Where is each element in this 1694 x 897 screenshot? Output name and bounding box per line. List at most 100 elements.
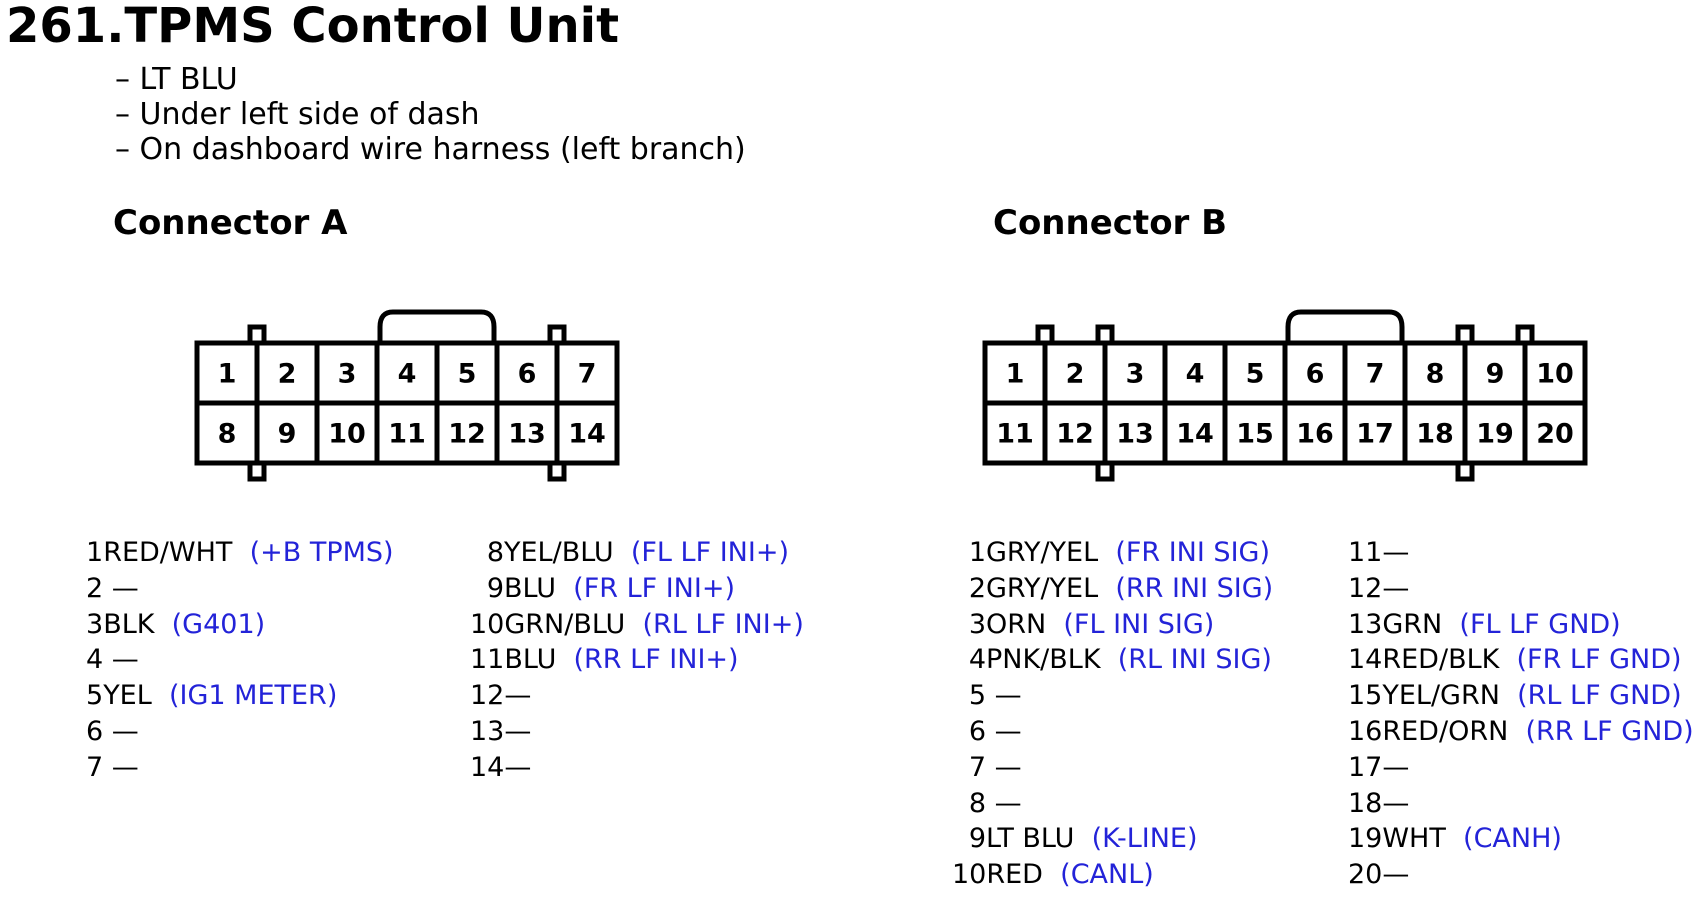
pin-row: 8 — [952, 786, 1022, 822]
unused-pin-dash: — [1382, 859, 1410, 891]
pin-row: 2 — [86, 571, 139, 607]
connector_b-cavity-label: 16 [1296, 419, 1334, 450]
pin-row: 20— [1348, 857, 1409, 893]
connector_b-cavity-label: 2 [1066, 359, 1085, 390]
connector_b-cavity-label: 6 [1306, 359, 1325, 390]
connector_a-cavity-label: 3 [338, 359, 357, 390]
pin-function: (CANL) [1060, 859, 1154, 891]
pin-row: 14RED/BLK (FR LF GND) [1348, 642, 1682, 678]
pin-row: 6 — [952, 714, 1022, 750]
pin-number: 9 [486, 572, 504, 604]
pin-number: 10 [470, 608, 505, 640]
connector_b-cavity-label: 18 [1416, 419, 1454, 450]
wire-color: RED [986, 859, 1043, 891]
wire-color: BLK [103, 608, 155, 640]
connector_b-top-rib-1 [1035, 324, 1055, 346]
pin-number: 3 [86, 608, 104, 640]
pin-row: 2GRY/YEL (RR INI SIG) [952, 571, 1273, 607]
pin-row: 17— [1348, 750, 1409, 786]
wire-color: GRY/YEL [986, 572, 1099, 604]
pin-number: 10 [952, 859, 987, 891]
pin-number: 14 [470, 751, 505, 783]
pin-number: 13 [1348, 608, 1383, 640]
connector_b-cavity-label: 19 [1476, 419, 1514, 450]
pin-row: 16RED/ORN (RR LF GND) [1348, 714, 1694, 750]
wire-color: ORN [986, 608, 1047, 640]
connector_a-top-rib-2 [547, 324, 567, 346]
pin-number: 8 [486, 537, 504, 568]
connector_a-cavity-label: 11 [388, 419, 426, 450]
connector-a-title: Connector A [113, 203, 348, 243]
wire-color: WHT [1382, 823, 1446, 855]
pin-row: 6 — [86, 714, 139, 750]
pin-function: (IG1 METER) [168, 680, 338, 712]
connector_b-cavity-label: 5 [1246, 359, 1265, 390]
pin-number: 2 [86, 572, 104, 604]
pin-number: 12 [1348, 572, 1383, 604]
pin-row: 15YEL/GRN (RL LF GND) [1348, 678, 1682, 714]
connector_b-cavity-label: 1 [1006, 359, 1025, 390]
pin-number: 16 [1348, 716, 1383, 747]
pin-row: 14— [470, 750, 531, 786]
pin-number: 6 [86, 716, 104, 747]
note-color: – LT BLU [115, 62, 238, 97]
wire-color: RED/ORN [1382, 716, 1509, 747]
pin-number: 19 [1348, 823, 1383, 855]
unused-pin-dash: — [504, 716, 532, 747]
pin-number: 9 [968, 823, 986, 855]
pin-function: (RR LF INI+) [573, 644, 739, 676]
pin-number: 7 [968, 751, 986, 783]
wire-color: LT BLU [986, 823, 1075, 855]
pin-function: (FR LF INI+) [573, 572, 735, 604]
connector_b-cavity-label: 14 [1176, 419, 1214, 450]
connector_a-latch [377, 309, 497, 346]
pin-function: (G401) [171, 608, 266, 640]
pin-row: 8YEL/BLU (FL LF INI+) [470, 535, 789, 571]
unused-pin-dash: — [103, 751, 139, 783]
pin-number: 15 [1348, 680, 1383, 712]
pin-row: 10GRN/BLU (RL LF INI+) [470, 607, 804, 643]
connector_a-cavity-label: 8 [218, 419, 237, 450]
pin-function: (RL INI SIG) [1117, 644, 1272, 676]
wire-color: YEL [103, 680, 152, 712]
pin-row: 7 — [86, 750, 139, 786]
wire-color: BLU [504, 644, 557, 676]
connector_a-cavity-label: 13 [508, 419, 546, 450]
pin-number: 7 [86, 751, 104, 783]
unused-pin-dash: — [103, 644, 139, 676]
connector_a-cavity-label: 10 [328, 419, 366, 450]
connector_b-bottom-rib-1 [1095, 460, 1115, 482]
unused-pin-dash: — [986, 680, 1022, 712]
pin-row: 13— [470, 714, 531, 750]
pin-number: 17 [1348, 751, 1383, 783]
unused-pin-dash: — [1382, 751, 1410, 783]
connector_a-cavity-label: 7 [578, 359, 597, 390]
pin-row: 9LT BLU (K-LINE) [952, 821, 1198, 857]
pin-number: 11 [1348, 537, 1383, 568]
note-location: – Under left side of dash [115, 97, 480, 132]
connector_a-cavity-label: 12 [448, 419, 486, 450]
pin-number: 4 [968, 644, 986, 676]
pin-row: 11BLU (RR LF INI+) [470, 642, 739, 678]
connector_a-bottom-rib-1 [247, 460, 267, 482]
pin-number: 1 [86, 537, 104, 568]
pin-function: (RR LF GND) [1525, 716, 1694, 747]
pin-number: 20 [1348, 859, 1383, 891]
connector_a-cavity-label: 9 [278, 419, 297, 450]
connector_b-cavity-label: 20 [1536, 419, 1574, 450]
pin-function: (RL LF INI+) [642, 608, 804, 640]
pin-row: 1RED/WHT (+B TPMS) [86, 535, 394, 571]
pin-row: 13GRN (FL LF GND) [1348, 607, 1621, 643]
connector_a-top-rib-1 [247, 324, 267, 346]
note-harness: – On dashboard wire harness (left branch… [115, 132, 746, 167]
connector_a-cavity-label: 5 [458, 359, 477, 390]
pin-row: 3ORN (FL INI SIG) [952, 607, 1215, 643]
pin-number: 12 [470, 680, 505, 712]
pin-row: 1GRY/YEL (FR INI SIG) [952, 535, 1270, 571]
pin-number: 1 [968, 537, 986, 568]
pin-number: 11 [470, 644, 505, 676]
connector_a-bottom-rib-2 [547, 460, 567, 482]
wire-color: BLU [504, 572, 556, 604]
